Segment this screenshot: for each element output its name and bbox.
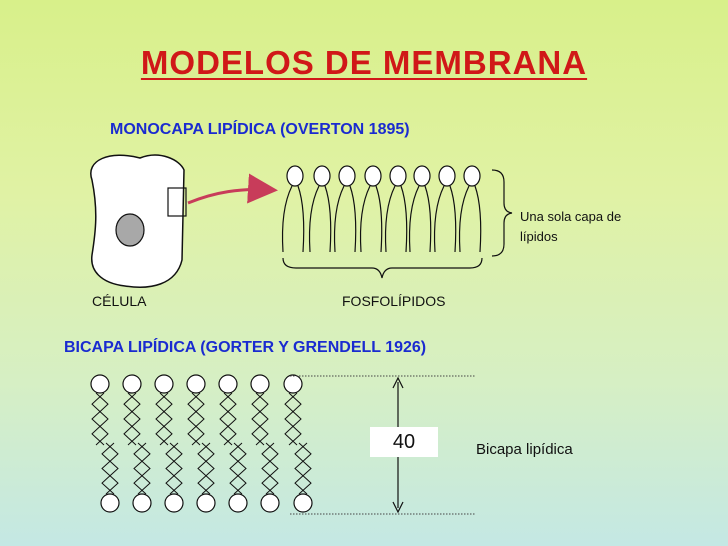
phospholipid-tail bbox=[433, 185, 445, 253]
bilayer-top-tail bbox=[227, 392, 237, 446]
phospholipid-head bbox=[286, 165, 304, 187]
phospholipid-tail bbox=[384, 185, 396, 253]
bilayer-bottom-tail bbox=[294, 442, 304, 495]
bilayer-bottom-head bbox=[132, 493, 152, 513]
monolayer-phospholipids bbox=[281, 165, 482, 253]
bilayer-top-tail bbox=[195, 392, 205, 446]
phospholipid-tail bbox=[324, 185, 332, 253]
bilayer-bottom-tail bbox=[302, 442, 312, 495]
bilayer-bottom-head bbox=[164, 493, 184, 513]
thickness-value: 40 bbox=[392, 431, 416, 453]
bilayer-bottom-tail bbox=[269, 442, 279, 495]
bilayer-bottom-tail bbox=[229, 442, 239, 495]
phospholipid-tail bbox=[400, 185, 408, 253]
bilayer-top-head bbox=[122, 374, 142, 394]
bilayer-bottom-tail bbox=[165, 442, 175, 495]
monolayer-heading: MONOCAPA LIPÍDICA (OVERTON 1895) bbox=[110, 121, 410, 138]
phospholipid-tail bbox=[297, 185, 305, 253]
bilayer-top-tail bbox=[163, 392, 173, 446]
bilayer-top-tail bbox=[123, 392, 133, 446]
phospholipid-head bbox=[313, 165, 331, 187]
phospholipid-tail bbox=[474, 185, 482, 253]
phospholipid-tail bbox=[449, 185, 457, 253]
note-brace bbox=[491, 169, 513, 257]
phospholipid-tail bbox=[359, 185, 371, 253]
slide-title: MODELOS DE MEMBRANA bbox=[0, 44, 728, 82]
bilayer-bottom-tail bbox=[101, 442, 111, 495]
bilayer-top-tail bbox=[219, 392, 229, 446]
bilayer-top-tail bbox=[91, 392, 101, 446]
bilayer-bottom-tail bbox=[197, 442, 207, 495]
bilayer-phospholipids bbox=[90, 374, 313, 513]
bilayer-top-tail bbox=[251, 392, 261, 446]
phospholipid-head bbox=[338, 165, 356, 187]
bilayer-top-tail bbox=[131, 392, 141, 446]
phospholipid-tail bbox=[281, 185, 293, 253]
cell-nucleus bbox=[115, 213, 145, 247]
bilayer-bottom-tail bbox=[205, 442, 215, 495]
monolayer-note: Una sola capa de lípidos bbox=[520, 209, 622, 244]
bilayer-top-tail bbox=[187, 392, 197, 446]
phospholipid-tail bbox=[458, 185, 470, 253]
phospholipids-label: FOSFOLÍPIDOS bbox=[342, 293, 446, 309]
bilayer-bottom-head bbox=[260, 493, 280, 513]
zoom-box bbox=[167, 187, 187, 217]
cell-label: CÉLULA bbox=[92, 293, 147, 309]
bilayer-top-tail bbox=[284, 392, 294, 446]
phospholipid-tail bbox=[424, 185, 432, 253]
bilayer-bottom-tail bbox=[141, 442, 151, 495]
phospholipid-tail bbox=[333, 185, 345, 253]
bilayer-top-head bbox=[283, 374, 303, 394]
bilayer-top-head bbox=[154, 374, 174, 394]
bilayer-bottom-tail bbox=[173, 442, 183, 495]
thickness-arrow-top-head bbox=[392, 376, 404, 389]
zoom-arrow bbox=[187, 173, 278, 205]
bilayer-top-tail bbox=[292, 392, 302, 446]
phospholipid-head bbox=[364, 165, 382, 187]
bilayer-top-head bbox=[218, 374, 238, 394]
bilayer-top-tail bbox=[259, 392, 269, 446]
bilayer-bottom-tail bbox=[133, 442, 143, 495]
bilayer-bottom-head bbox=[228, 493, 248, 513]
phospholipid-tail bbox=[349, 185, 357, 253]
phospholipid-head bbox=[463, 165, 481, 187]
phospholipid-head bbox=[389, 165, 407, 187]
phospholipids-brace bbox=[282, 257, 483, 279]
bilayer-top-head bbox=[250, 374, 270, 394]
bilayer-label: Bicapa lipídica bbox=[476, 441, 573, 458]
bilayer-top-head bbox=[186, 374, 206, 394]
bilayer-bottom-tail bbox=[261, 442, 271, 495]
bilayer-top-tail bbox=[155, 392, 165, 446]
bilayer-top-head bbox=[90, 374, 110, 394]
bilayer-bottom-head bbox=[100, 493, 120, 513]
phospholipid-head bbox=[413, 165, 431, 187]
bilayer-bottom-tail bbox=[237, 442, 247, 495]
bilayer-top-tail bbox=[99, 392, 109, 446]
thickness-value-box: 40 bbox=[370, 427, 438, 457]
bilayer-heading: BICAPA LIPÍDICA (GORTER Y GRENDELL 1926) bbox=[64, 339, 427, 356]
phospholipid-tail bbox=[375, 185, 383, 253]
slide-title-text: MODELOS DE MEMBRANA bbox=[140, 44, 588, 81]
phospholipid-tail bbox=[308, 185, 320, 253]
bilayer-bottom-tail bbox=[109, 442, 119, 495]
bilayer-bottom-head bbox=[196, 493, 216, 513]
bilayer-bottom-head bbox=[293, 493, 313, 513]
thickness-arrow-bottom-head bbox=[392, 501, 404, 514]
phospholipid-tail bbox=[408, 185, 420, 253]
phospholipid-head bbox=[438, 165, 456, 187]
